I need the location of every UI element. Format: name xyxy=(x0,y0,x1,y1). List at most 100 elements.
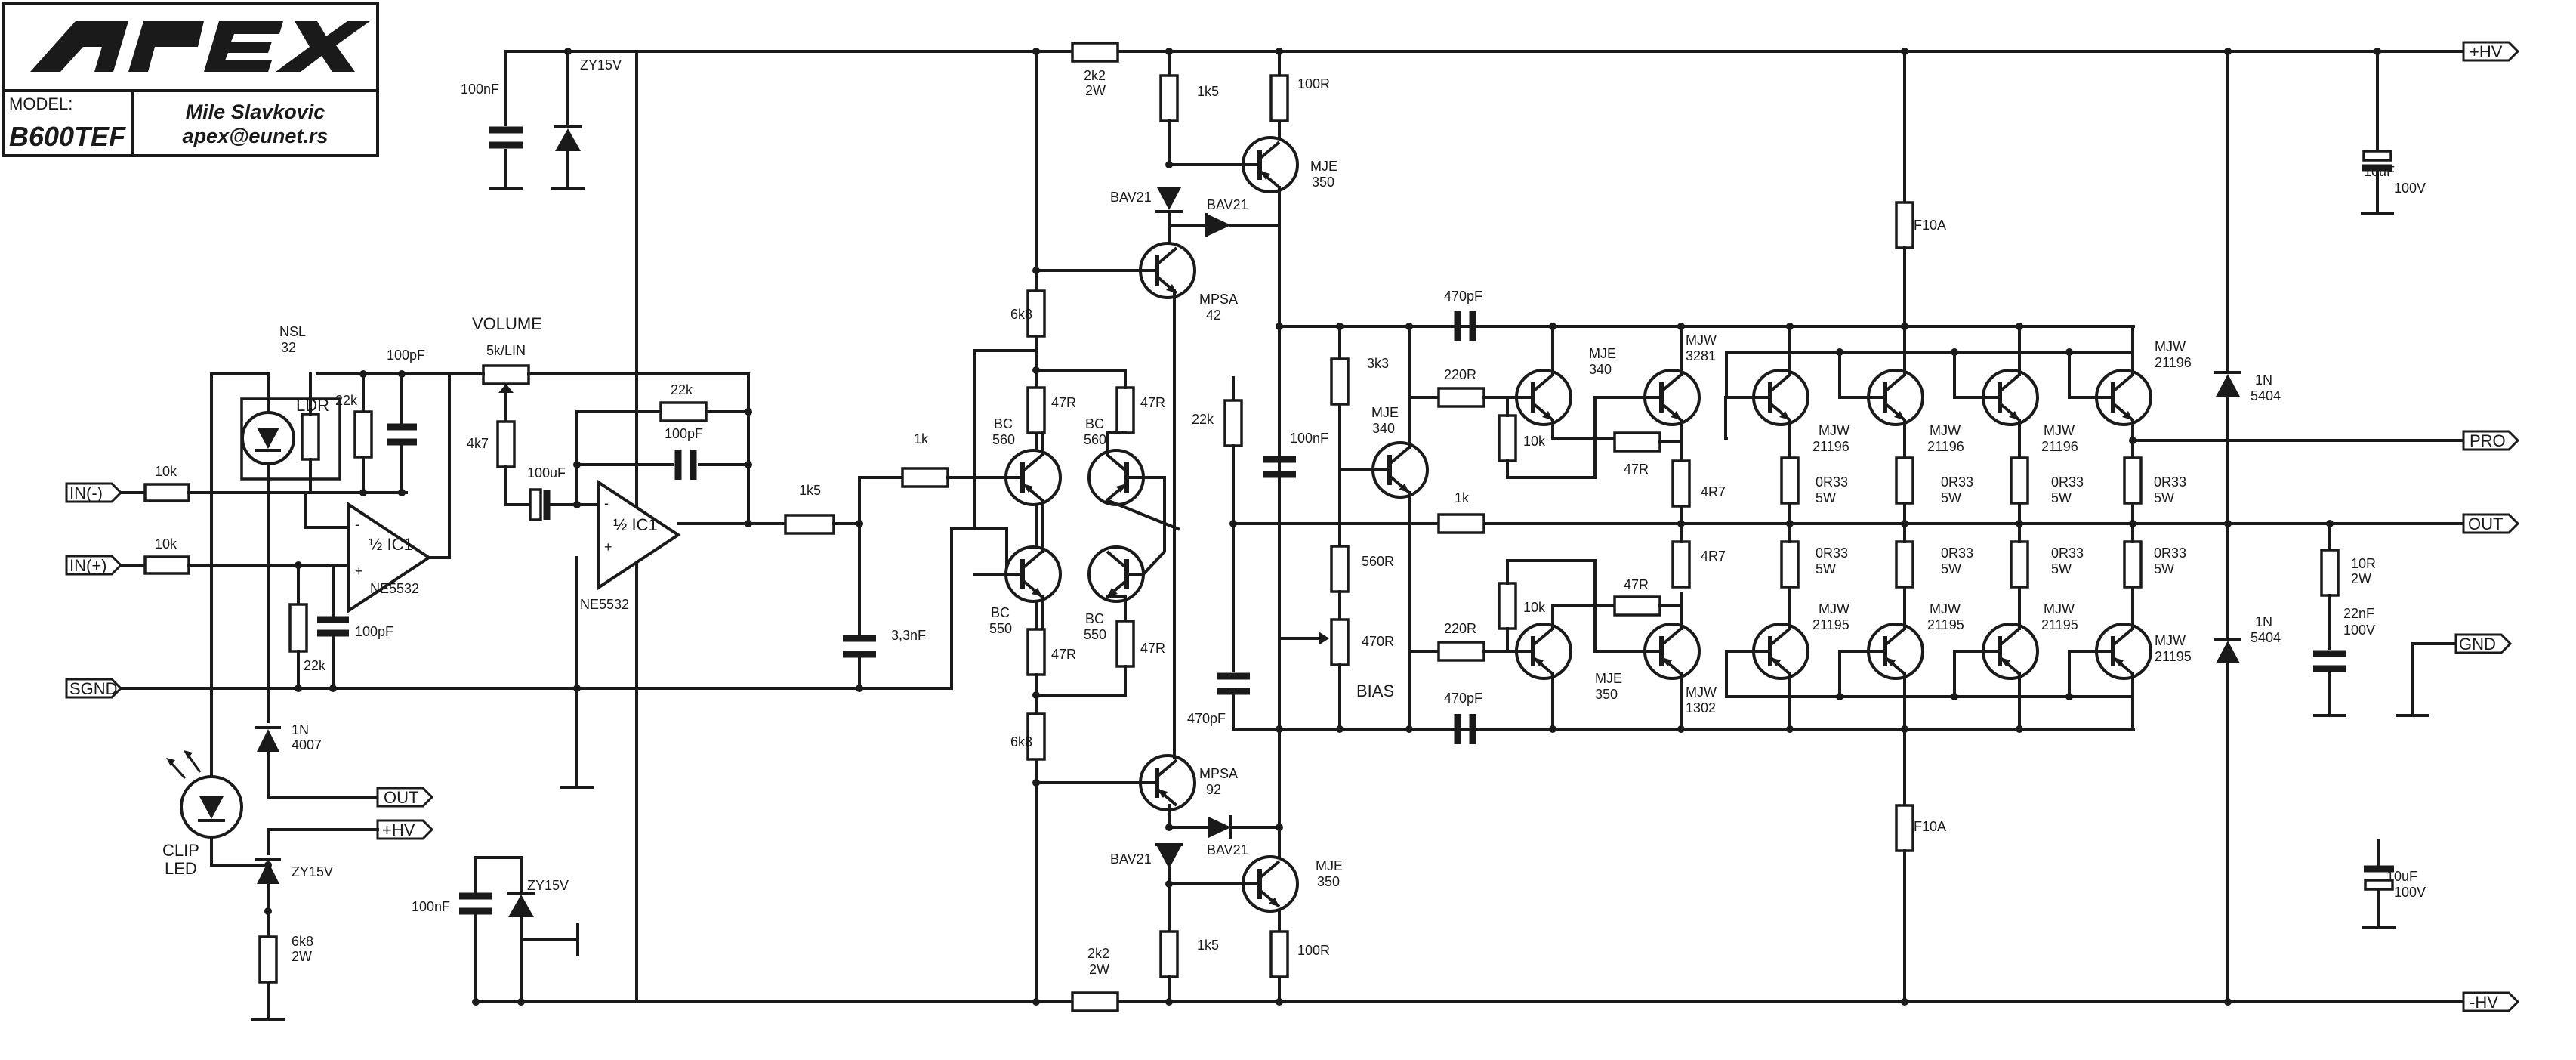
label-c-100pf-fb: 100pF xyxy=(665,426,703,441)
label-nsl32: 32 xyxy=(281,340,296,355)
label-c-22nf-v: 100V xyxy=(2343,623,2375,638)
label-re6: 0R33 xyxy=(1941,545,1973,561)
label-re1-p: 5W xyxy=(1816,490,1836,505)
label-clip: CLIP xyxy=(162,841,199,860)
label-ic1b: ½ IC1 xyxy=(613,515,658,534)
port-out[interactable] xyxy=(2462,513,2520,534)
label-r-4r7-bot: 4R7 xyxy=(1701,549,1726,564)
label-nsl: NSL xyxy=(279,324,306,339)
port-sgnd[interactable] xyxy=(65,678,123,699)
label-c-100uf: 100uF xyxy=(527,465,566,481)
q-lower-1: MJW 21195 0R33 5W xyxy=(1725,522,1849,733)
label-r-220r-top: 220R xyxy=(1444,367,1476,382)
label-ne5532-a: NE5532 xyxy=(370,581,419,596)
label-mjw1302: MJW xyxy=(1686,685,1717,700)
label-d1-5404: 5404 xyxy=(2251,388,2281,403)
q-upper-1: MJW 21196 0R33 5W xyxy=(1725,323,1849,527)
label-zy15v-bot: ZY15V xyxy=(527,878,569,893)
port-gnd[interactable] xyxy=(2454,633,2513,654)
label-mje350-drv: MJE xyxy=(1595,671,1622,686)
label-q1-mjw: MJW xyxy=(1819,423,1849,438)
port-clip-out[interactable] xyxy=(376,787,434,808)
opamp-ic1b xyxy=(597,479,681,591)
label-r-10r: 10R xyxy=(2351,556,2376,571)
label-r-22k-fb: 22k xyxy=(671,382,693,397)
output-ports: +HV PRO OUT GND -HV xyxy=(2454,41,2520,1012)
label-mpsa42: MPSA xyxy=(1199,292,1238,307)
label-r-47r-d1: 47R xyxy=(1624,462,1649,477)
label-c-100nf-top: 100nF xyxy=(461,82,499,97)
label-q2-mjw-n: 21196 xyxy=(1927,439,1964,454)
author-name: Mile Slavkovic xyxy=(186,100,325,123)
port-hv-neg[interactable] xyxy=(2462,991,2520,1012)
label-bav21-3: BAV21 xyxy=(1110,851,1152,867)
label-re8: 0R33 xyxy=(2154,545,2186,561)
opamp-ic1b-minus: - xyxy=(604,496,609,511)
label-r-1k-out: 1k xyxy=(1455,490,1470,505)
label-r-22k-ldr: 22k xyxy=(335,393,358,408)
label-r-3k3: 3k3 xyxy=(1367,356,1389,371)
label-bav21-2: BAV21 xyxy=(1207,197,1248,212)
label-r-10r-p: 2W xyxy=(2351,571,2371,586)
port-in-plus-label: IN(+) xyxy=(69,556,107,575)
label-led: LED xyxy=(165,859,197,878)
label-r-2k2-top: 2k2 xyxy=(1084,68,1106,83)
fuses-and-output: F10A F10A 1N 5404 1N 5404 10uF xyxy=(1895,48,2465,1006)
opamp-ic1a-minus: - xyxy=(355,517,359,532)
label-re1: 0R33 xyxy=(1816,474,1848,490)
label-bc550-a: BC xyxy=(991,605,1010,620)
label-r-4k7: 4k7 xyxy=(467,436,489,451)
label-re2-p: 5W xyxy=(1941,490,1961,505)
label-mje350-bot: MJE xyxy=(1316,858,1343,873)
port-sgnd-label: SGND xyxy=(69,679,118,698)
label-bc550-b-n: 550 xyxy=(1084,627,1106,642)
label-c-470pf-bot: 470pF xyxy=(1444,691,1482,706)
q-lower-2: MJW 21195 0R33 5W xyxy=(1836,522,1973,733)
label-d2-5404: 5404 xyxy=(2251,630,2281,645)
label-r-220r-bot: 220R xyxy=(1444,621,1476,636)
label-mjw3281-n: 3281 xyxy=(1686,348,1716,363)
label-ne5532-b: NE5532 xyxy=(580,597,629,612)
label-r-2k2-bot: 2k2 xyxy=(1087,946,1109,961)
diff-vas: 2k2 2W 2k2 2W 1k5 1k5 100R MJE 350 BAV21 xyxy=(973,42,1465,1012)
label-re7-p: 5W xyxy=(2051,561,2072,576)
opamp-ic1a xyxy=(347,502,432,613)
label-d1-1n: 1N xyxy=(2255,372,2272,388)
label-mje340-drv-n: 340 xyxy=(1589,362,1612,377)
label-r-2k2-top-p: 2W xyxy=(1085,83,1106,98)
label-bc560-a-n: 560 xyxy=(992,432,1015,447)
label-mje350-drv-n: 350 xyxy=(1595,687,1618,702)
label-q6-mjw: MJW xyxy=(1930,601,1961,617)
label-re7: 0R33 xyxy=(2051,545,2084,561)
port-gnd-label: GND xyxy=(2459,635,2496,654)
port-pro-label: PRO xyxy=(2470,431,2506,450)
port-in-minus-label: IN(-) xyxy=(69,484,103,502)
label-bc560-b-n: 560 xyxy=(1084,432,1106,447)
label-ic1a: ½ IC1 xyxy=(369,535,413,554)
label-d-1n: 1N xyxy=(292,722,309,737)
label-r-6k8-top: 6k8 xyxy=(1010,307,1032,322)
label-re3-p: 5W xyxy=(2051,490,2072,505)
label-bc550-b: BC xyxy=(1085,611,1104,626)
port-clip-hv[interactable] xyxy=(376,819,434,840)
port-in-minus[interactable] xyxy=(65,482,123,503)
bias-drivers: 3k3 MJE 340 560R 470R BIAS 470pF 470pF 2… xyxy=(1276,289,2135,744)
label-mje350-top: MJE xyxy=(1310,159,1337,174)
label-c-10uf-top-v: 100V xyxy=(2394,181,2426,196)
port-hv-pos-label: +HV xyxy=(2470,42,2503,61)
q-upper-3: MJW 21196 0R33 5W xyxy=(1951,323,2084,527)
bottom-zener-supply: 100nF ZY15V xyxy=(412,856,579,1006)
label-c-10uf-bot: 10uF xyxy=(2386,869,2417,884)
label-bav21-4: BAV21 xyxy=(1207,842,1248,858)
label-r-47r-1: 47R xyxy=(1051,395,1076,410)
port-in-plus[interactable] xyxy=(65,555,123,576)
opamp-ic1b-plus: + xyxy=(604,539,612,555)
label-r-1k5: 1k5 xyxy=(799,483,821,498)
label-c-100nf-bot: 100nF xyxy=(412,899,450,914)
label-r-22k-in: 22k xyxy=(304,658,326,673)
port-hv-pos[interactable] xyxy=(2462,41,2520,62)
volume-stage: VOLUME 5k/LIN 4k7 100uF - + ½ IC1 NE5532… xyxy=(448,314,787,789)
port-pro[interactable] xyxy=(2462,430,2520,451)
label-r-10k-top: 10k xyxy=(1523,434,1546,449)
label-bc560-b: BC xyxy=(1085,416,1104,431)
